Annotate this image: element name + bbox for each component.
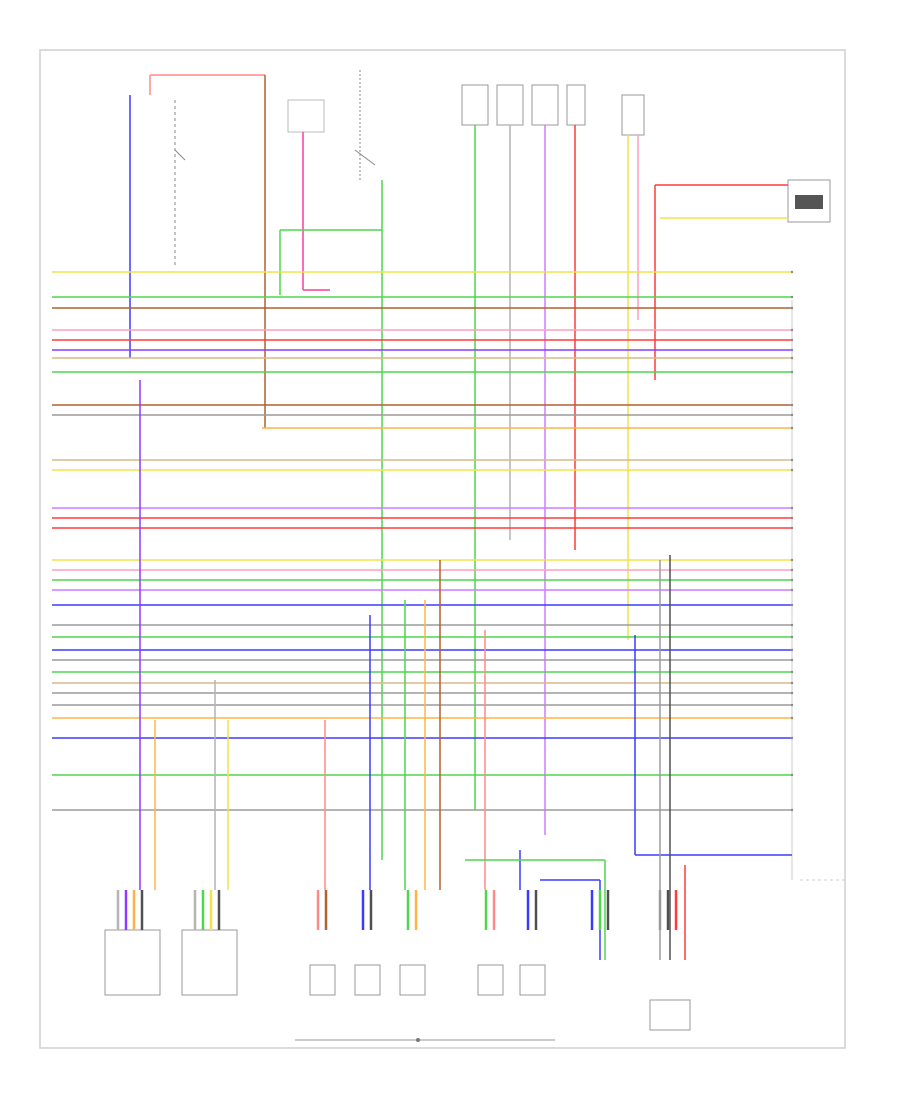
sensor-b — [354, 964, 381, 996]
connector-pin — [790, 691, 794, 695]
top-right-module — [621, 94, 831, 640]
connector-pin — [790, 370, 794, 374]
top-left-relay — [129, 74, 266, 428]
connector-pin — [790, 413, 794, 417]
connector-pin — [790, 603, 794, 607]
connector-pin — [790, 506, 794, 510]
connector-pin — [790, 588, 794, 592]
connector-pin — [790, 403, 794, 407]
connector-pin — [790, 558, 794, 562]
valve-c — [519, 964, 546, 996]
connector-pin — [790, 681, 794, 685]
cross-wires — [139, 380, 792, 960]
connector-pin — [790, 526, 794, 530]
connector-pin — [790, 516, 794, 520]
connector-pin — [790, 426, 794, 430]
connector-pin — [790, 623, 794, 627]
connector-pin — [790, 808, 794, 812]
connector-pin — [790, 458, 794, 462]
sensor-module-second — [181, 929, 238, 996]
sensor-module-left — [104, 929, 161, 996]
top-middle-switch — [279, 70, 383, 860]
sensor-a — [309, 964, 336, 996]
valve-a — [399, 964, 426, 996]
fuse-block — [461, 84, 586, 835]
connector-pin — [790, 670, 794, 674]
connector-pin — [790, 468, 794, 472]
connector-pin — [790, 773, 794, 777]
connector-right — [649, 999, 691, 1031]
bottom-components — [104, 890, 691, 1042]
connector-pin — [790, 338, 794, 342]
connector-pin — [790, 703, 794, 707]
diagram-frame — [39, 49, 846, 1049]
connector-pin — [790, 306, 794, 310]
valve-b — [477, 964, 504, 996]
connector-pin — [790, 716, 794, 720]
connector-pin — [790, 356, 794, 360]
bus-wires — [52, 270, 794, 812]
connector-pin — [790, 648, 794, 652]
connector-pin — [790, 635, 794, 639]
connector-pin — [790, 736, 794, 740]
connector-pin — [790, 348, 794, 352]
connector-pin — [790, 295, 794, 299]
connector-pin — [790, 578, 794, 582]
connector-pin — [790, 270, 794, 274]
connector-pin — [790, 328, 794, 332]
connector-pin — [790, 658, 794, 662]
connector-pin — [790, 568, 794, 572]
